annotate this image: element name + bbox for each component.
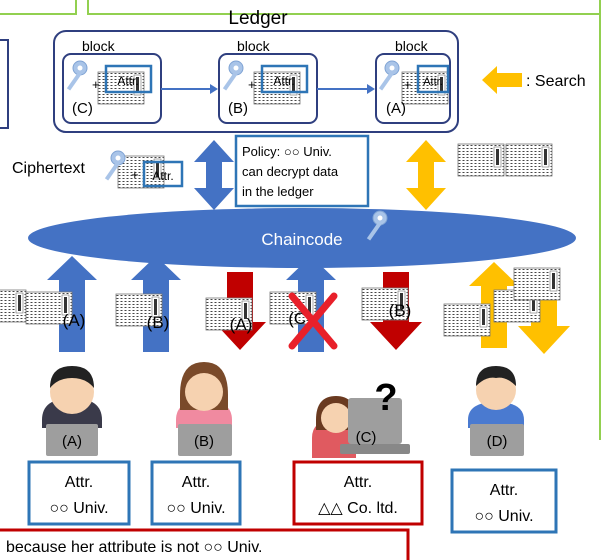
attr-box-c: Attr. △△ Co. ltd. [292,460,424,526]
svg-text:Attr.: Attr. [344,474,372,491]
policy-line-2: can decrypt data [242,164,339,179]
blue-double-arrow [194,140,234,210]
block-3: block + Attr. (A) [375,38,451,124]
attr-box-a: Attr. ○○ Univ. [27,460,131,526]
chaincode-label: Chaincode [261,230,342,249]
flow-label-a: (A) [63,311,86,330]
policy-line-1: Policy: ○○ Univ. [242,144,332,159]
block-label: block [82,38,116,54]
user-a-avatar: (A) [42,366,102,456]
user-a-tag: (A) [62,433,82,450]
svg-text:+: + [404,77,412,92]
svg-text:+: + [92,77,100,92]
ciphertext-icon: + Attr. [104,150,184,189]
chaincode-ellipse [28,208,576,268]
svg-text:Attr.: Attr. [152,169,173,183]
attr-box-b: Attr. ○○ Univ. [150,460,242,526]
search-arrow-icon [482,66,522,94]
svg-text:Attr.: Attr. [273,74,294,88]
user-c-tag: (C) [356,429,377,446]
ledger-title: Ledger [228,8,288,29]
user-b-avatar: (B) [176,362,232,456]
flow-label-a2: (A) [230,315,253,334]
svg-text:+: + [131,167,139,182]
svg-text:Attr.: Attr. [423,76,443,88]
top-right-green-box [87,0,601,15]
user-b-tag: (B) [194,433,214,450]
svg-text:block: block [395,38,429,54]
svg-text:Attr.: Attr. [490,482,518,499]
bottom-note: because her attribute is not ○○ Univ. [6,539,263,556]
svg-text:○○ Univ.: ○○ Univ. [474,508,533,525]
flow-label-b2: (B) [389,301,412,320]
attr-box [104,64,153,94]
svg-text:△△ Co. ltd.: △△ Co. ltd. [318,500,398,517]
svg-text:○○ Univ.: ○○ Univ. [166,500,225,517]
user-d-tag: (D) [487,433,508,450]
user-d-avatar: (D) [468,366,524,456]
orange-double-arrow [406,140,446,210]
question-mark-icon: ? [374,377,397,419]
bottom-note-box [0,528,410,560]
svg-text:(C): (C) [72,100,93,117]
flow-label-b: (B) [147,313,170,332]
svg-text:(A): (A) [386,100,406,117]
denied-x-icon [288,292,338,350]
policy-line-3: in the ledger [242,184,314,199]
svg-text:(B): (B) [228,100,248,117]
policy-box [234,134,370,208]
svg-text:block: block [237,38,271,54]
search-label: : Search [526,73,586,90]
user-c-avatar: (C) ? [312,377,410,458]
block-1: block + Attr. (C) [62,38,162,124]
block-2: block + Attr. (B) [218,38,318,124]
svg-text:+: + [248,77,256,92]
svg-text:○○ Univ.: ○○ Univ. [49,500,108,517]
svg-text:Attr.: Attr. [65,474,93,491]
svg-text:Attr.: Attr. [117,74,138,88]
svg-text:Attr.: Attr. [182,474,210,491]
document-icon [457,143,505,177]
top-left-green-box [0,0,77,15]
attr-box-d: Attr. ○○ Univ. [450,468,558,534]
left-edge-box [0,39,9,129]
ciphertext-label: Ciphertext [12,160,85,177]
